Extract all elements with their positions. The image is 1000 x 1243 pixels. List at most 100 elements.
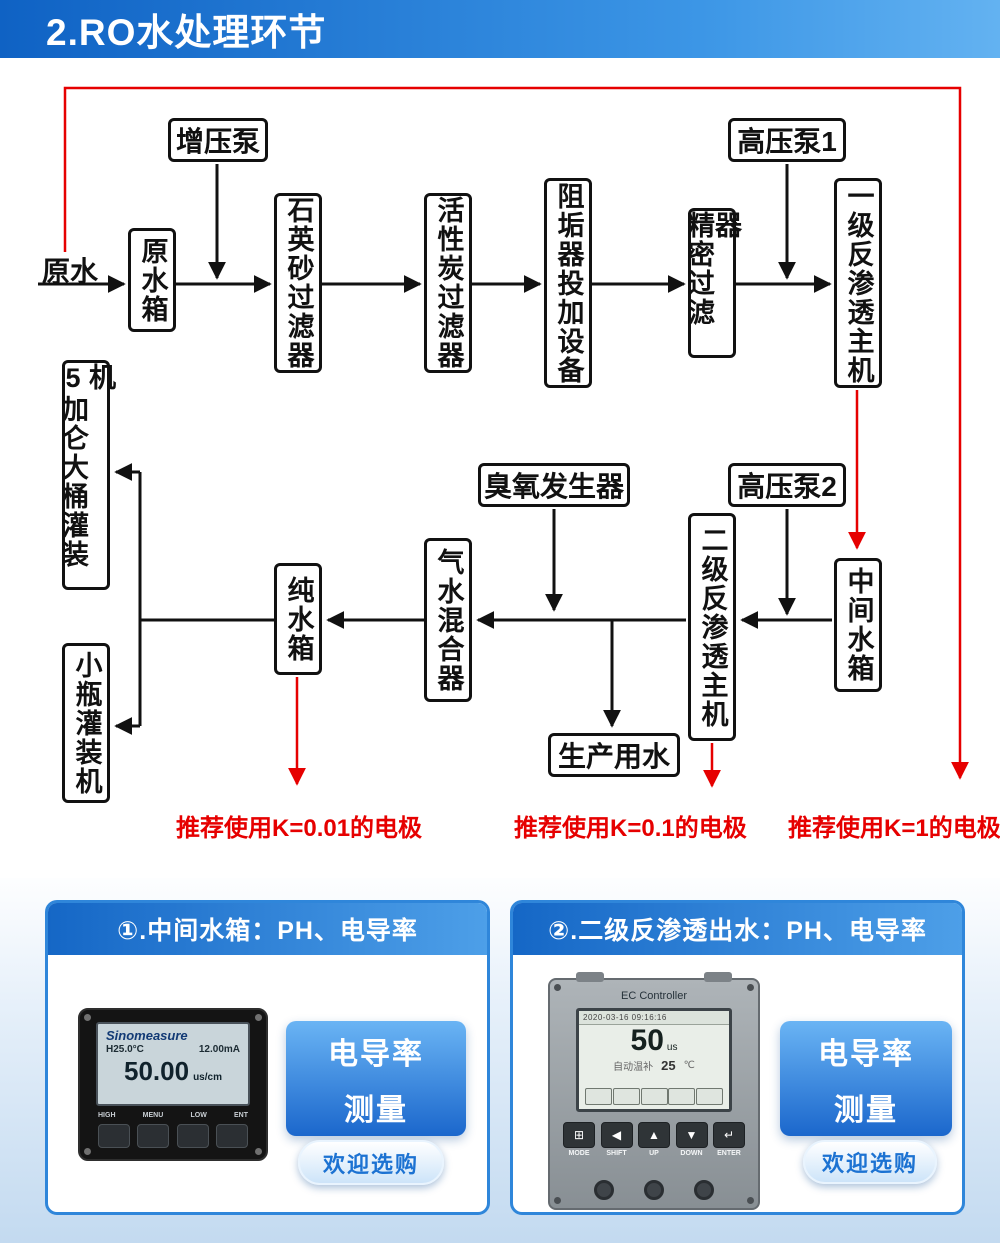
- meter-label-menu: MENU: [142, 1112, 164, 1119]
- controller-temp-value: 25: [661, 1058, 676, 1073]
- meter-button: [215, 1124, 248, 1148]
- meter-label-low: LOW: [190, 1112, 207, 1119]
- node-mid-tank: 中间水箱: [834, 558, 882, 692]
- shift-label: SHIFT: [606, 1150, 627, 1157]
- cable-gland-icon: [644, 1180, 664, 1200]
- raw-water-source-label: 原水: [42, 256, 99, 287]
- softkey: [640, 1088, 668, 1105]
- up-label: UP: [649, 1150, 659, 1157]
- electrode-note-k01: 推荐使用K=0.1的电极: [514, 815, 747, 842]
- softkey: [612, 1088, 640, 1105]
- node-production-water: 生产用水: [548, 733, 680, 777]
- node-gas-water-mixer: 气水混合器: [424, 538, 472, 702]
- screw-icon: [747, 1197, 754, 1204]
- screw-icon: [84, 1014, 91, 1021]
- cable-gland-icon: [694, 1180, 714, 1200]
- screw-icon: [554, 984, 561, 991]
- up-arrow-icon: ▲: [638, 1122, 670, 1148]
- card-mid-tank-measurement: ①.中间水箱：PH、电导率 Sinomeasure H25.0°C 12.00m…: [45, 900, 490, 1215]
- node-activated-carbon-filter: 活性炭过滤器: [424, 193, 472, 373]
- controller-value: 50: [630, 1024, 664, 1057]
- cta-welcome-button[interactable]: 欢迎选购: [803, 1140, 937, 1184]
- mode-label: MODE: [568, 1150, 590, 1157]
- product-section: ①.中间水箱：PH、电导率 Sinomeasure H25.0°C 12.00m…: [0, 878, 1000, 1243]
- enter-button: ↵ ENTER: [712, 1122, 746, 1157]
- meter-button: [176, 1124, 209, 1148]
- electrode-note-k001: 推荐使用K=0.01的电极: [176, 815, 423, 842]
- meter-buttons: [98, 1124, 248, 1148]
- meter-button-labels: HIGH MENU LOW ENT: [98, 1112, 248, 1119]
- meter-unit: us/cm: [193, 1072, 222, 1083]
- title-banner: 2.RO水处理环节: [0, 0, 1000, 58]
- shift-button: ◀ SHIFT: [600, 1122, 634, 1157]
- meter-label-high: HIGH: [98, 1112, 116, 1119]
- down-button: ▼ DOWN: [675, 1122, 709, 1157]
- node-pure-tank: 纯水箱: [274, 563, 322, 675]
- node-5gallon-filler: 5加仑大桶灌装机: [58, 360, 115, 590]
- card2-header: ②.二级反渗透出水：PH、电导率: [513, 903, 962, 955]
- screw-icon: [255, 1014, 262, 1021]
- controller-temp-unit: ℃: [683, 1060, 695, 1071]
- node-ro-stage2: 二级反渗透主机: [688, 513, 736, 741]
- meter-current: 12.00mA: [198, 1044, 240, 1055]
- mount-tab: [576, 972, 604, 982]
- promo-line2: 测量: [834, 1093, 898, 1127]
- screw-icon: [84, 1148, 91, 1155]
- screw-icon: [255, 1148, 262, 1155]
- grid-icon: ⊞: [563, 1122, 595, 1148]
- node-ozone-generator: 臭氧发生器: [478, 463, 630, 507]
- meter-button: [137, 1124, 170, 1148]
- down-arrow-icon: ▼: [675, 1122, 708, 1148]
- node-raw-water-tank: 原水箱: [128, 228, 176, 332]
- node-precision-filter: 精密过滤器: [684, 208, 741, 358]
- promo-line1: 电导率: [818, 1037, 914, 1071]
- mount-tab: [704, 972, 732, 982]
- cable-gland-icon: [594, 1180, 614, 1200]
- mode-button: ⊞ MODE: [562, 1122, 596, 1157]
- electrode-note-k1: 推荐使用K=1的电极: [788, 815, 1000, 842]
- cable-glands: [550, 1180, 758, 1200]
- up-button: ▲ UP: [637, 1122, 671, 1157]
- meter-brand: Sinomeasure: [106, 1028, 188, 1043]
- cta-welcome-button[interactable]: 欢迎选购: [298, 1140, 444, 1185]
- node-booster-pump: 增压泵: [168, 118, 268, 162]
- red-sample-lines: [63, 86, 969, 788]
- left-arrow-icon: ◀: [600, 1122, 633, 1148]
- card-ro2-outlet-measurement: ②.二级反渗透出水：PH、电导率 EC Controller 2020-03-1…: [510, 900, 965, 1215]
- enter-icon: ↵: [713, 1122, 745, 1148]
- flow-connectors: [38, 86, 969, 788]
- screw-icon: [747, 984, 754, 991]
- meter-temp: H25.0°C: [106, 1044, 144, 1055]
- controller-temp-label: 自动温补: [613, 1062, 654, 1073]
- node-ro-stage1: 一级反渗透主机: [834, 178, 882, 388]
- meter-button: [98, 1124, 130, 1148]
- softkey: [668, 1088, 696, 1105]
- controller-datetime: 2020-03-16 09:16:16: [579, 1011, 729, 1025]
- controller-unit: us: [666, 1042, 678, 1053]
- promo-line2: 测量: [344, 1093, 408, 1127]
- page-title: 2.RO水处理环节: [46, 12, 327, 53]
- promo-panel-conductivity: 电导率 测量: [286, 1021, 466, 1136]
- node-high-pressure-pump-1: 高压泵1: [728, 118, 846, 162]
- promo-line1: 电导率: [328, 1037, 424, 1071]
- enter-label: ENTER: [717, 1150, 741, 1157]
- meter-value: 50.00: [124, 1056, 190, 1086]
- promo-panel-conductivity: 电导率 测量: [780, 1021, 952, 1136]
- card1-header: ①.中间水箱：PH、电导率: [48, 903, 487, 955]
- softkey: [696, 1088, 723, 1105]
- node-quartz-sand-filter: 石英砂过滤器: [274, 193, 322, 373]
- controller-softkeys: [585, 1088, 723, 1105]
- node-bottle-filler: 小瓶灌装机: [62, 643, 110, 803]
- black-flow-lines: [38, 164, 832, 735]
- down-label: DOWN: [680, 1150, 703, 1157]
- controller-buttons: ⊞ MODE ◀ SHIFT ▲ UP ▼ DOWN: [562, 1122, 746, 1157]
- softkey: [585, 1088, 612, 1105]
- node-high-pressure-pump-2: 高压泵2: [728, 463, 846, 507]
- node-antiscalant-dosing: 阻垢器投加设备: [544, 178, 592, 388]
- screw-icon: [554, 1197, 561, 1204]
